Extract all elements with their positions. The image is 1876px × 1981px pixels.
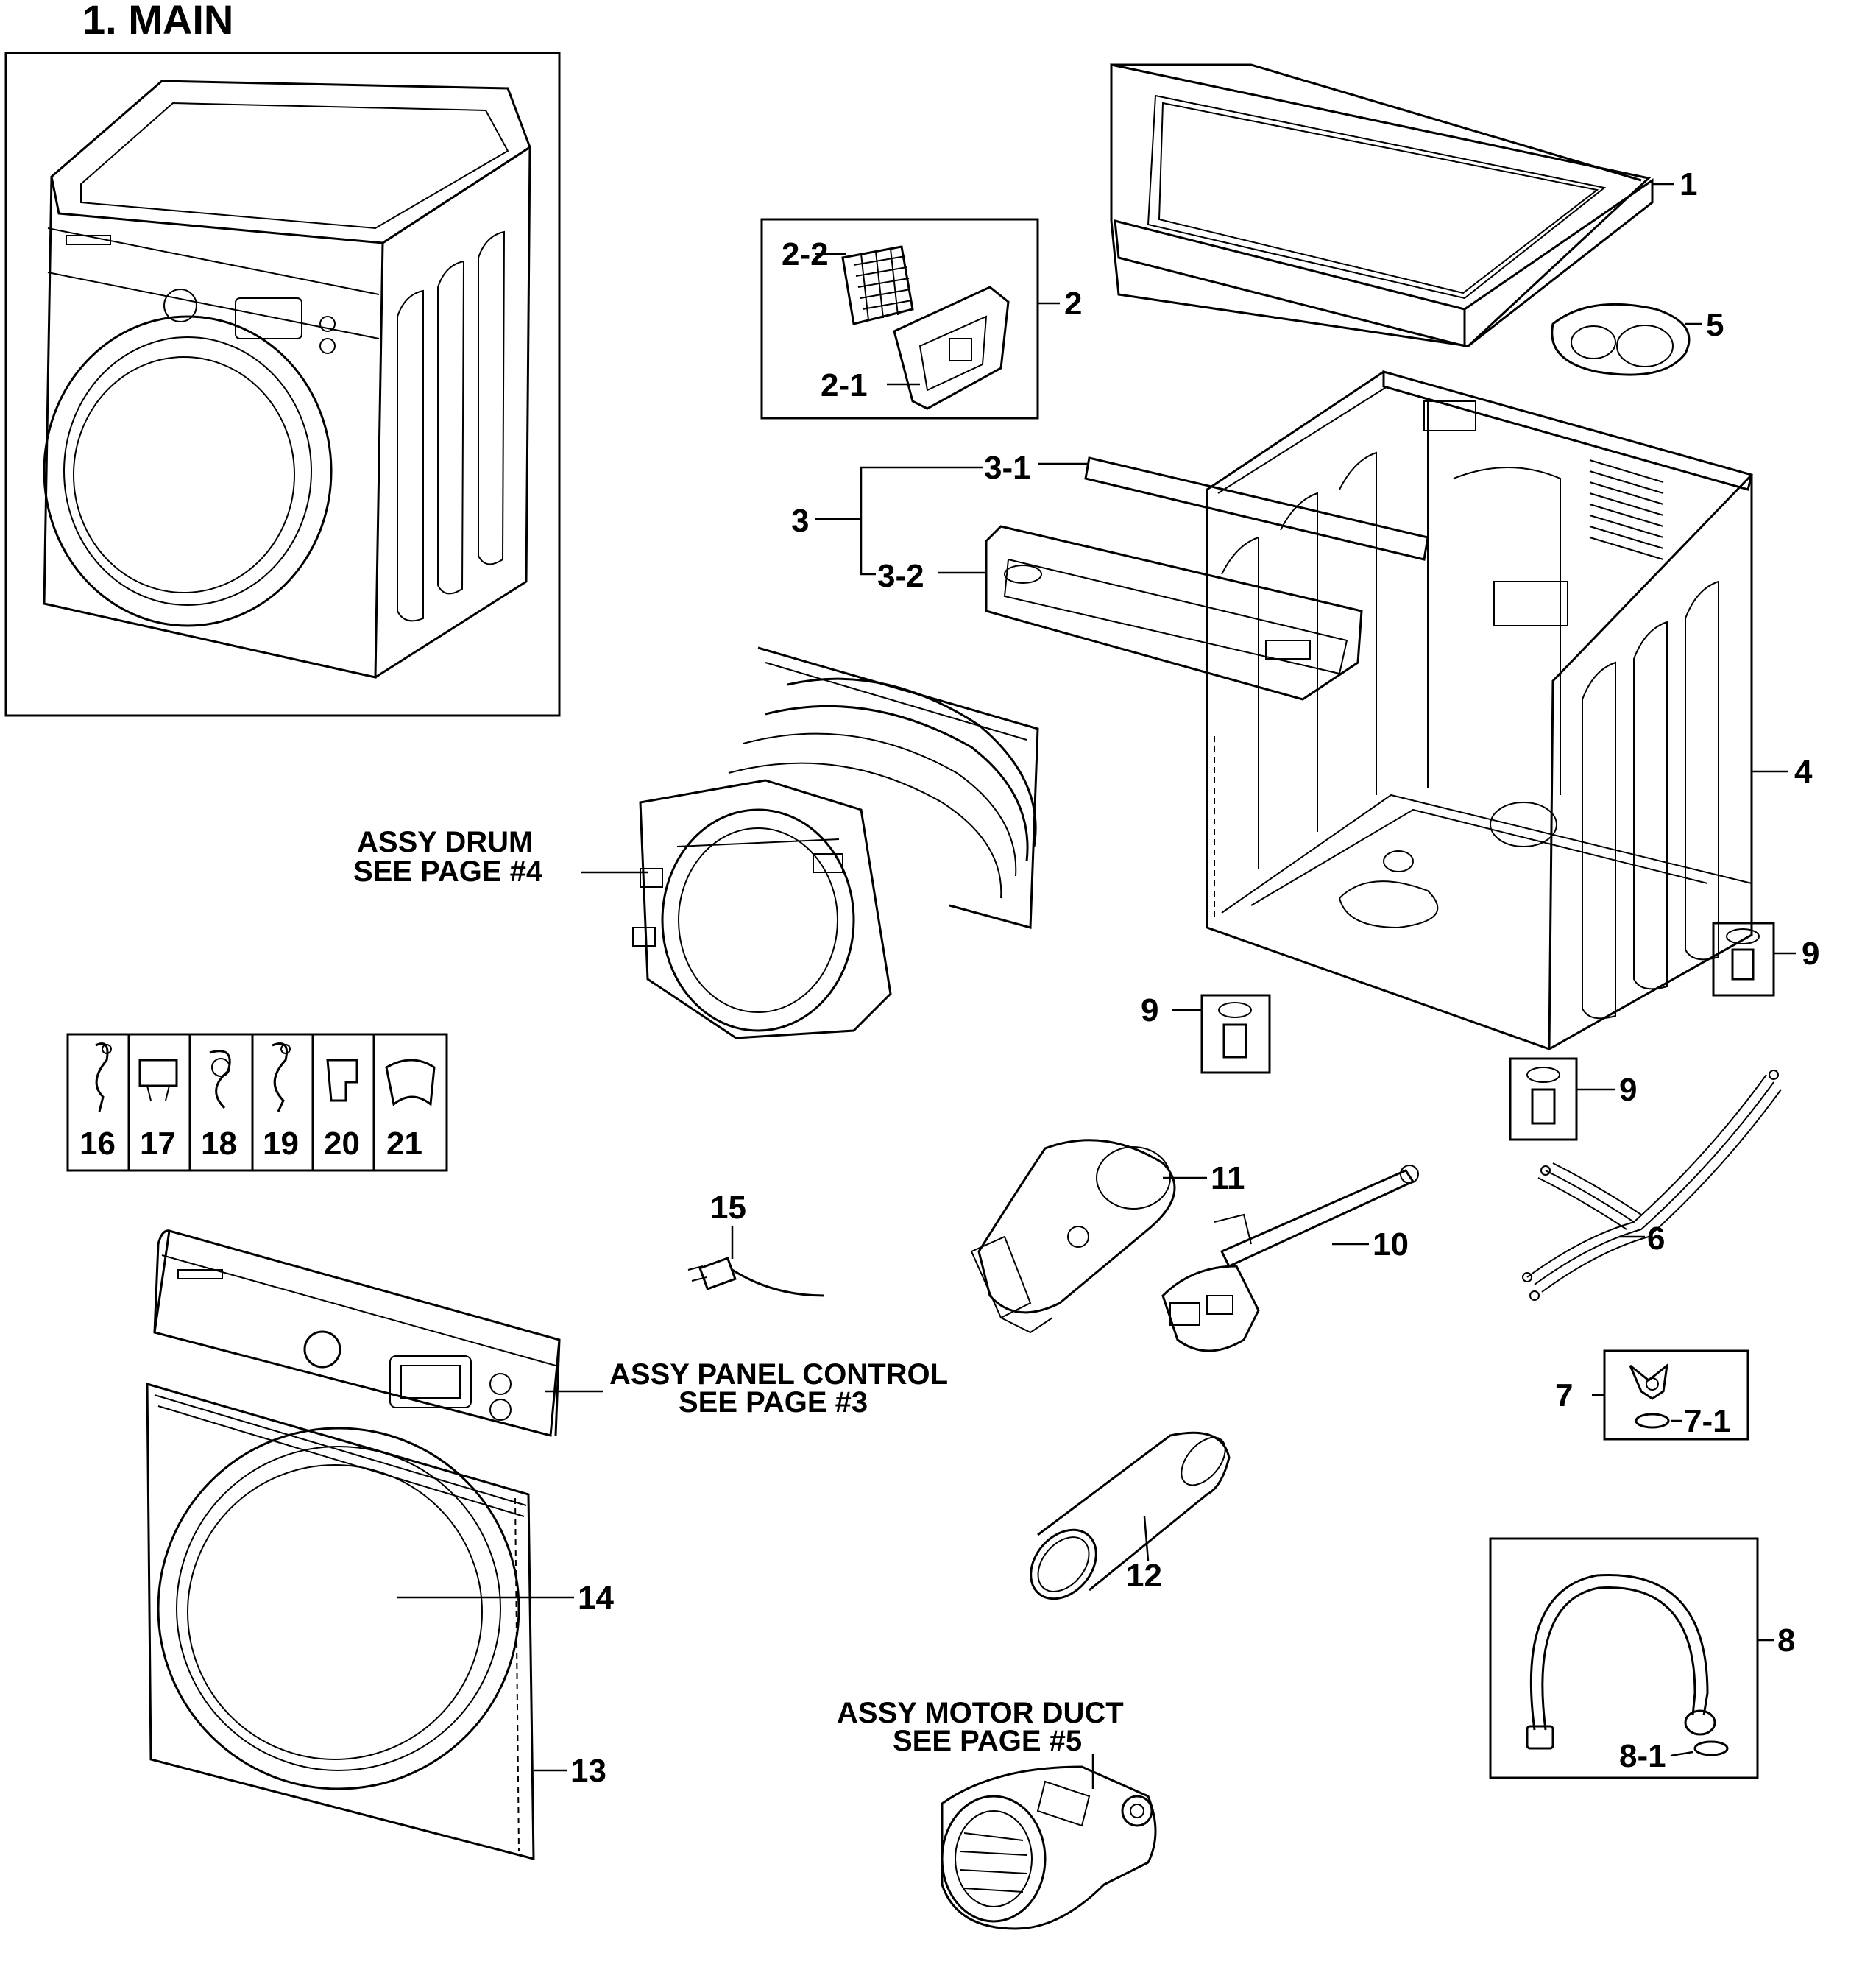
- callout-18: 18: [201, 1126, 237, 1162]
- part-9-leg-left: 9: [1141, 992, 1271, 1074]
- callout-20: 20: [324, 1126, 360, 1162]
- motor-duct-assembly: ASSY MOTOR DUCT SEE PAGE #5: [837, 1697, 1157, 1930]
- part-7-y-connector: 7 7-1: [1555, 1349, 1749, 1441]
- callout-4: 4: [1794, 754, 1813, 790]
- drum-assembly: ASSY DRUM SEE PAGE #4: [353, 646, 1039, 1039]
- part-14-door: 14: [157, 1427, 614, 1790]
- callout-8-1: 8-1: [1619, 1738, 1666, 1774]
- part-2-filter-assembly: 2-2 2-1 2: [760, 218, 1082, 420]
- callout-2-2: 2-2: [782, 236, 829, 272]
- part-12-exhaust-duct: 12: [1030, 1431, 1231, 1600]
- part-8-frame: [1489, 1537, 1759, 1779]
- callout-7: 7: [1555, 1377, 1573, 1413]
- callout-8: 8: [1777, 1622, 1795, 1659]
- callout-16: 16: [79, 1126, 116, 1162]
- note-assy-motor-line1: ASSY MOTOR DUCT: [837, 1697, 1124, 1729]
- callout-1: 1: [1679, 166, 1697, 202]
- callout-6: 6: [1647, 1221, 1665, 1257]
- callout-14: 14: [578, 1580, 614, 1616]
- callout-9-front: 9: [1619, 1072, 1637, 1108]
- callout-3-1: 3-1: [984, 450, 1031, 486]
- part-11-heater-duct: 11: [970, 1139, 1245, 1334]
- part-1-top-cover: 1: [1110, 63, 1697, 347]
- part-13-front-panel: 13: [146, 1382, 606, 1860]
- part-5-duct-cover: 5: [1551, 303, 1724, 376]
- note-assy-motor-line2: SEE PAGE #5: [893, 1725, 1082, 1757]
- callout-7-1: 7-1: [1684, 1403, 1731, 1439]
- callout-2-1: 2-1: [821, 367, 868, 403]
- callout-10: 10: [1373, 1226, 1409, 1263]
- note-assy-panel-line1: ASSY PANEL CONTROL: [609, 1358, 948, 1391]
- callout-15: 15: [710, 1190, 746, 1226]
- callout-21: 21: [386, 1126, 422, 1162]
- diagram-title: 1. MAIN: [82, 0, 233, 43]
- callout-19: 19: [263, 1126, 299, 1162]
- control-panel-assembly: ASSY PANEL CONTROL SEE PAGE #3: [153, 1229, 948, 1437]
- part-9-leg-front: 9: [1509, 1057, 1637, 1141]
- overview-frame: [4, 52, 561, 717]
- callout-13: 13: [570, 1753, 606, 1789]
- callout-3: 3: [791, 503, 809, 539]
- callout-9-right: 9: [1802, 936, 1819, 972]
- note-assy-panel-line2: SEE PAGE #3: [679, 1386, 868, 1419]
- callout-9-left: 9: [1141, 992, 1158, 1028]
- part-10-gas-valve: 10: [1161, 1165, 1419, 1352]
- part-9-leg-right: 9: [1712, 922, 1819, 997]
- part-2-frame: [760, 218, 1039, 420]
- note-assy-drum-line1: ASSY DRUM: [357, 826, 533, 858]
- callout-5: 5: [1706, 307, 1724, 343]
- clips-table-frame: [66, 1033, 448, 1172]
- callout-12: 12: [1126, 1558, 1162, 1594]
- clips-table: 16 17 18 19 20 21: [66, 1033, 448, 1172]
- part-6-wire-harness: 6: [1522, 1070, 1782, 1301]
- callout-3-2: 3-2: [877, 558, 924, 594]
- part-15-power-cord: 15: [687, 1190, 825, 1297]
- part-4-cabinet: 4: [1206, 370, 1813, 1051]
- part-3-front-frame: 3 3-1 3-2: [791, 450, 1429, 701]
- note-assy-drum-line2: SEE PAGE #4: [353, 855, 543, 888]
- callout-2: 2: [1064, 286, 1082, 322]
- assembled-dryer-overview: [4, 52, 561, 717]
- callout-17: 17: [140, 1126, 176, 1162]
- part-8-hose: 8 8-1: [1489, 1537, 1795, 1779]
- callout-11: 11: [1211, 1160, 1245, 1196]
